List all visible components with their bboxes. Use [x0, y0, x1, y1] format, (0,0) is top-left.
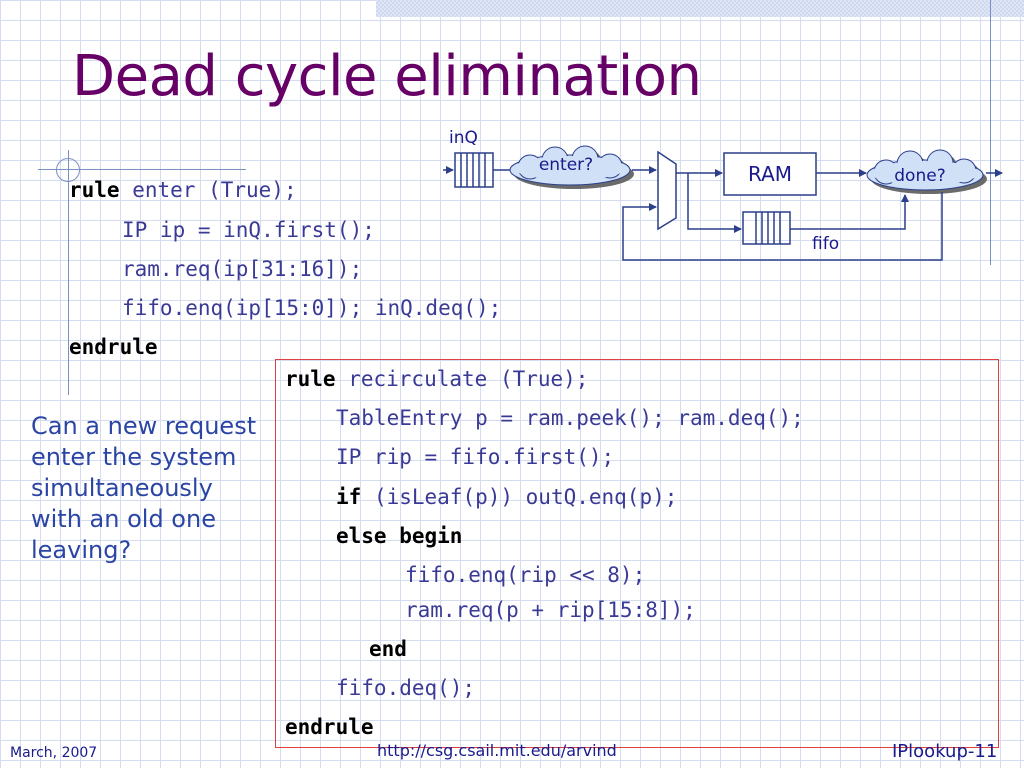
fifo-to-done-arrow [790, 194, 909, 230]
keyword-else-begin: else begin [336, 524, 463, 548]
done-cloud [866, 149, 987, 194]
code-line: ram.req(p + rip[15:8]); [405, 598, 696, 622]
code-line-recirculate-sig: rule recirculate (True); [285, 369, 588, 390]
enter-label: enter? [539, 155, 593, 175]
keyword-rule: rule [285, 367, 336, 391]
code-line: fifo.deq(); [336, 676, 476, 700]
decor-horizontal-line [38, 169, 246, 170]
recirculate-loop-arrow [622, 192, 943, 261]
mux-icon [657, 150, 677, 231]
footer-url: http://csg.csail.mit.edu/arvind [377, 741, 617, 760]
keyword-endrule: endrule [285, 715, 374, 739]
top-decor-band [376, 0, 1024, 17]
keyword-rule: rule [69, 178, 120, 202]
footer-page-number: IPlookup-11 [892, 741, 998, 762]
code-text: recirculate (True); [335, 367, 589, 391]
keyword-endrule: endrule [69, 335, 158, 359]
done-label: done? [894, 166, 945, 186]
decor-circle [56, 158, 80, 182]
keyword-end: end [369, 637, 407, 661]
inq-fifo-icon [454, 152, 494, 188]
code-line: IP ip = inQ.first(); [122, 218, 375, 242]
slide-title: Dead cycle elimination [72, 44, 702, 109]
inq-label: inQ [449, 128, 478, 148]
keyword-if: if [336, 485, 362, 509]
footer-date: March, 2007 [10, 745, 98, 761]
decor-vertical-line [68, 150, 69, 395]
code-line: fifo.enq(ip[15:0]); inQ.deq(); [122, 296, 502, 320]
ram-block [723, 152, 817, 196]
fifo-queue-icon [742, 211, 791, 245]
code-line: TableEntry p = ram.peek(); ram.deq(); [336, 406, 804, 430]
code-text: (isLeaf(p)) outQ.enq(p); [361, 485, 678, 509]
code-line-enter-sig: rule enter (True); [69, 180, 297, 201]
code-line-if: if (isLeaf(p)) outQ.enq(p); [336, 487, 677, 508]
ram-label: RAM [748, 162, 792, 186]
enter-cloud [509, 145, 634, 189]
code-line: IP rip = fifo.first(); [336, 445, 615, 469]
fifo-label: fifo [812, 234, 839, 254]
code-text: enter (True); [119, 178, 297, 202]
code-line: ram.req(ip[31:16]); [122, 257, 363, 281]
right-decor-rule [990, 0, 991, 265]
code-line: fifo.enq(rip << 8); [405, 563, 646, 587]
recirculate-code-box [275, 359, 999, 748]
mux-to-fifo-arrow [687, 173, 742, 233]
question-text: Can a new request enter the system simul… [31, 412, 257, 564]
